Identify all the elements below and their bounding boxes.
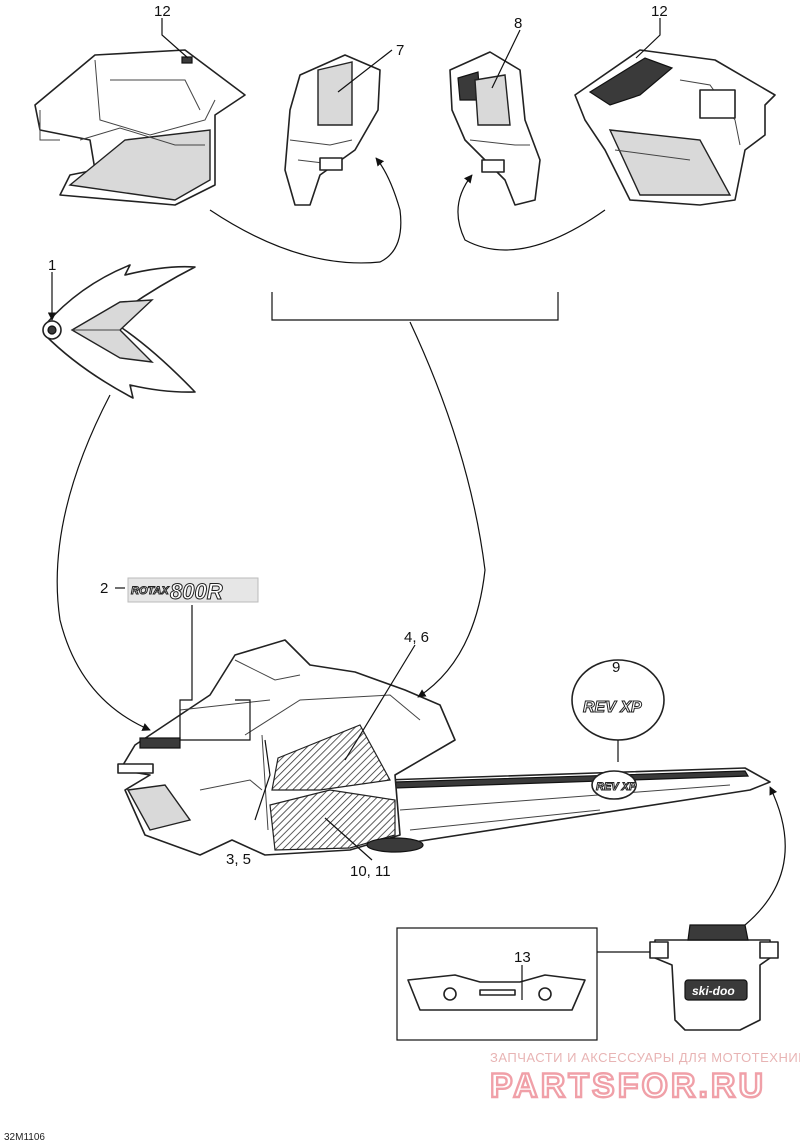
callout-1: 1 <box>48 257 56 274</box>
rev-xp-decal-text: REV XP <box>583 699 642 716</box>
callout-12-left: 12 <box>154 3 171 20</box>
callout-3-5: 3, 5 <box>226 851 251 868</box>
rotax-word: ROTAX <box>131 585 169 597</box>
callout-8: 8 <box>514 15 522 32</box>
watermark-site: PARTSFOR.RU <box>490 1067 766 1105</box>
rev-xp-tunnel-decal: REV XP <box>596 781 637 793</box>
watermark: ЗАПЧАСТИ И АКСЕССУАРЫ ДЛЯ МОТОТЕХНИКИ PA… <box>489 1050 800 1106</box>
callout-7: 7 <box>396 42 404 59</box>
skidoo-logo: ski-doo <box>692 984 735 998</box>
callout-9: 9 <box>612 659 620 676</box>
detail-inset <box>396 927 650 1041</box>
side-panel-left <box>34 49 246 206</box>
callout-labels: 12 7 8 12 1 2 4, 6 9 3, 5 10, 11 13 <box>48 3 668 966</box>
side-piece-8 <box>449 51 541 206</box>
snowmobile-body: REV XP <box>117 639 771 856</box>
rear-flap: ski-doo <box>649 924 779 1031</box>
callout-12-right: 12 <box>651 3 668 20</box>
callout-2: 2 <box>100 580 108 597</box>
side-piece-7 <box>284 54 381 206</box>
callout-13: 13 <box>514 949 531 966</box>
side-panel-right <box>574 49 776 206</box>
figure-code: 32M1106 <box>4 1132 45 1143</box>
callout-10-11: 10, 11 <box>350 863 391 880</box>
rotax-model: 800R <box>170 579 223 604</box>
callout-4-6: 4, 6 <box>404 629 429 646</box>
leader-lines <box>47 18 786 1000</box>
hood-nose-decal <box>42 264 196 399</box>
rev-xp-decal: REV XP <box>571 659 665 762</box>
watermark-tagline: ЗАПЧАСТИ И АКСЕССУАРЫ ДЛЯ МОТОТЕХНИКИ <box>490 1050 800 1065</box>
rotax-decal: ROTAX 800R <box>127 577 259 605</box>
